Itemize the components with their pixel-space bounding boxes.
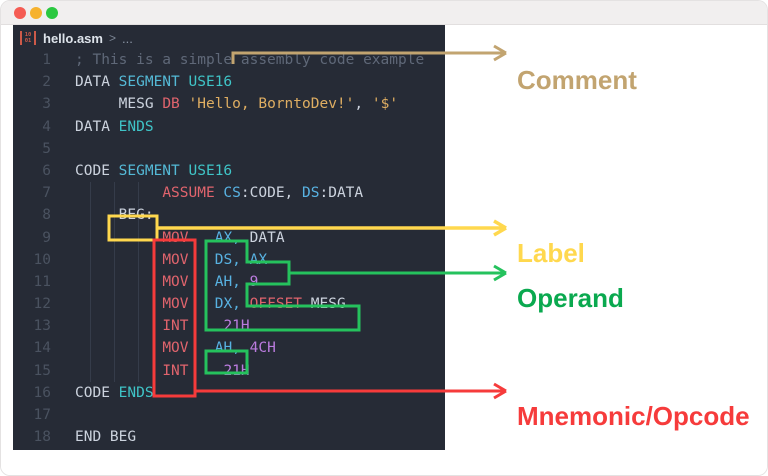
code-line: 2 DATA SEGMENT USE16 [13, 71, 445, 93]
line-number: 15 [33, 362, 51, 379]
indent-guide [138, 182, 139, 382]
line-number: 5 [42, 140, 51, 157]
line-number: 18 [33, 429, 51, 446]
code-text: MOV AH, 4CH [162, 340, 276, 357]
code-text: MOV AX, DATA [162, 229, 285, 246]
line-number: 16 [33, 384, 51, 401]
code-text: CODE SEGMENT USE16 [75, 162, 233, 179]
code-text: MOV DX, OFFSET MESG [162, 296, 346, 313]
code-text: INT 21H [162, 318, 250, 335]
window-titlebar [1, 1, 767, 25]
code-line: 14 MOV AH, 4CH [13, 337, 445, 359]
line-number: 1 [42, 52, 51, 68]
code-line: 9 MOV AX, DATA [13, 227, 445, 249]
code-line: 8 BEG: [13, 204, 445, 226]
line-number: 10 [33, 251, 51, 268]
code-line: 10 MOV DS, AX [13, 249, 445, 271]
code-line: 18 END BEG [13, 426, 445, 448]
operand-annotation-label: Operand [517, 283, 624, 313]
line-number: 8 [42, 207, 51, 224]
code-line: 17 [13, 404, 445, 426]
line-number: 17 [33, 407, 51, 423]
code-text: BEG: [75, 207, 154, 224]
label-annotation-label: Label [517, 238, 585, 268]
code-text: DATA SEGMENT USE16 [75, 74, 233, 91]
asm-file-icon: 10 01 [20, 31, 36, 45]
line-number: 12 [33, 296, 51, 313]
code-text: ASSUME CS:CODE, DS:DATA [162, 185, 364, 202]
code-text: END BEG [75, 429, 137, 446]
code-line: 13 INT 21H [13, 315, 445, 337]
code-editor[interactable]: 10 01 hello.asm > ... 1 ; This is a simpl… [13, 25, 445, 450]
line-number: 6 [42, 162, 51, 179]
code-text: ; This is a simple assembly code example [75, 52, 425, 68]
code-line: 16 CODE ENDS [13, 382, 445, 404]
asm-file-icon-bottom: 01 [24, 38, 32, 44]
code-line: 1 ; This is a simple assembly code exampl… [13, 49, 445, 71]
minimize-button-icon[interactable] [30, 6, 42, 19]
line-number: 7 [42, 185, 51, 202]
comment-annotation-label: Comment [517, 65, 637, 95]
zoom-button-icon[interactable] [46, 6, 58, 19]
code-text: DATA ENDS [75, 118, 154, 135]
code-text: MESG DB 'Hello, BorntoDev!', '$' [75, 96, 399, 113]
line-number: 14 [33, 340, 51, 357]
code-line: 7 ASSUME CS:CODE, DS:DATA [13, 182, 445, 204]
code-line: 12 MOV DX, OFFSET MESG [13, 293, 445, 315]
window-content: 10 01 hello.asm > ... 1 ; This is a simpl… [1, 25, 767, 475]
code-text: MOV DS, AX [162, 251, 268, 268]
code-text: INT 21H [162, 362, 250, 379]
code-text: MOV AH, 9 [162, 273, 259, 290]
line-number: 3 [42, 96, 51, 113]
close-button-icon[interactable] [14, 6, 26, 19]
code-text: CODE ENDS [75, 384, 154, 401]
indent-guide [90, 182, 91, 382]
code-line: 4 DATA ENDS [13, 116, 445, 138]
code-line: 5 [13, 138, 445, 160]
breadcrumb-file-name[interactable]: hello.asm [43, 30, 103, 46]
breadcrumb-ellipsis[interactable]: ... [121, 30, 133, 46]
indent-guide [114, 182, 115, 382]
line-number: 2 [42, 74, 51, 91]
line-number: 9 [42, 229, 51, 246]
code-line: 3 MESG DB 'Hello, BorntoDev!', '$' [13, 93, 445, 115]
breadcrumb: 10 01 hello.asm > ... [13, 25, 445, 47]
line-number: 13 [33, 318, 51, 335]
line-number: 4 [42, 118, 51, 135]
mnemonic-annotation-label: Mnemonic/Opcode [517, 401, 750, 431]
asm-file-icon-top: 10 [24, 32, 32, 38]
line-number: 11 [33, 273, 51, 290]
breadcrumb-chevron-icon: > [108, 31, 116, 45]
code-line: 15 INT 21H [13, 360, 445, 382]
code-line: 11 MOV AH, 9 [13, 271, 445, 293]
code-line: 6 CODE SEGMENT USE16 [13, 160, 445, 182]
code-area[interactable]: 1 ; This is a simple assembly code exampl… [13, 49, 445, 448]
